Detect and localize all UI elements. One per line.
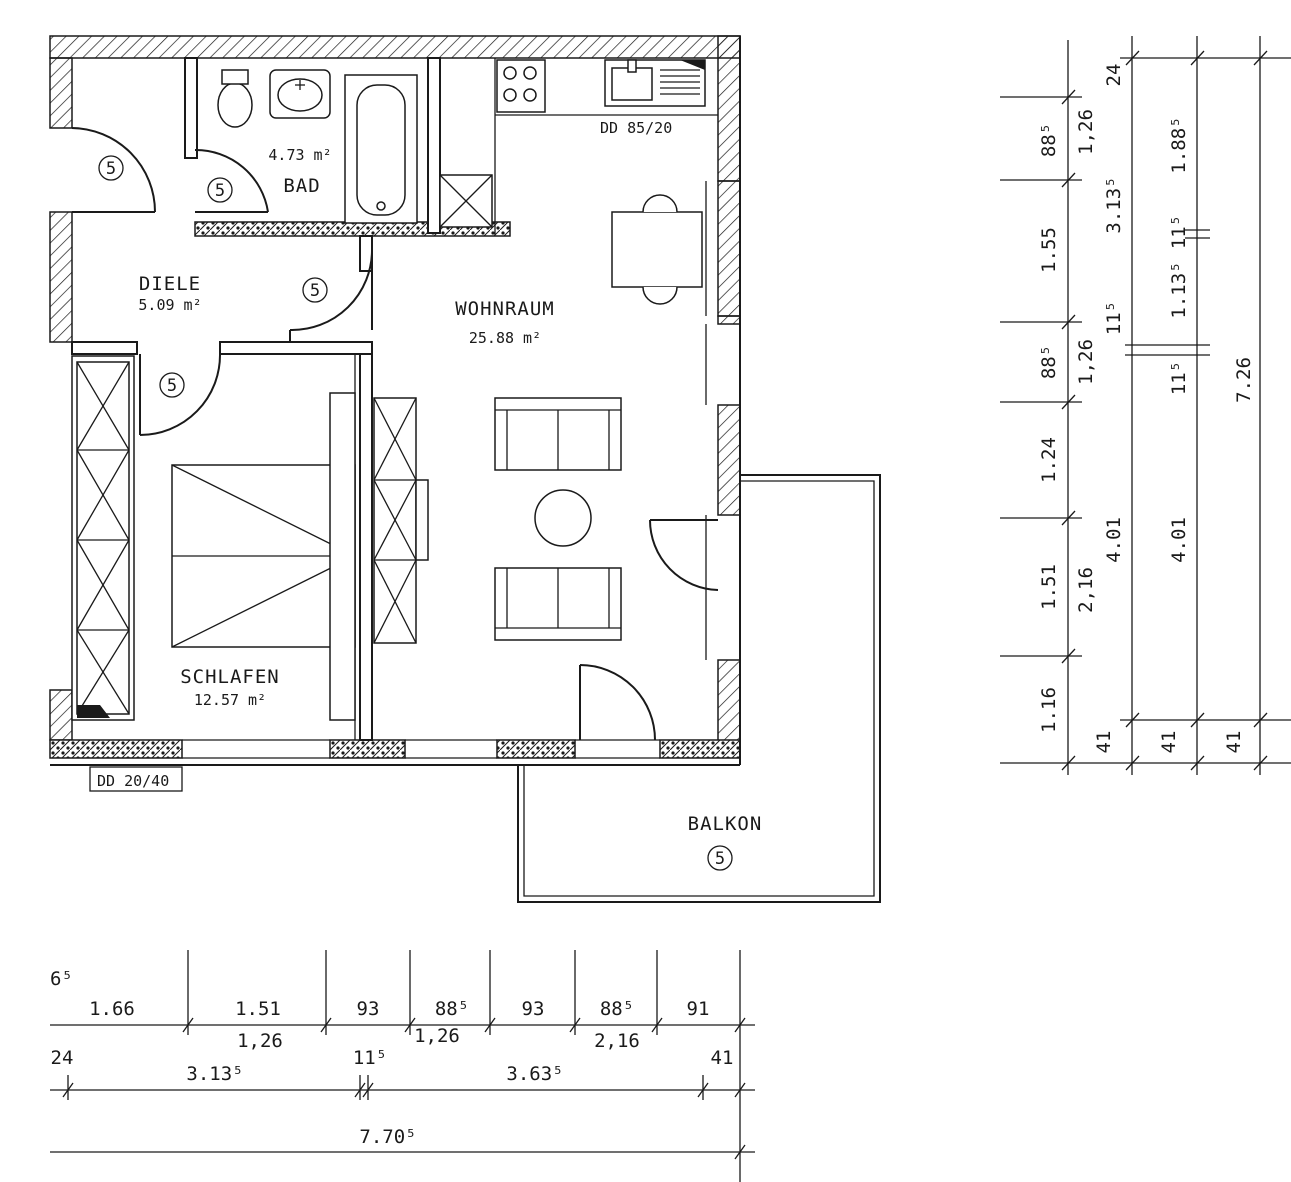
dim-label: 88⁵ <box>1038 123 1060 157</box>
bad-area: 4.73 m² <box>268 146 331 164</box>
dim-label: 3.13⁵ <box>186 1063 243 1085</box>
bad-label: BAD <box>283 175 320 197</box>
opening-labels: DD 85/20 DD 20/40 <box>89 119 672 792</box>
dim-label: 1,26 <box>414 1025 460 1047</box>
dim-label: 3.13⁵ <box>1103 176 1125 233</box>
dim-label: 1.51 <box>235 998 281 1020</box>
door-marker: 5 <box>98 155 124 181</box>
dim-label: 41 <box>1223 731 1245 754</box>
door-markers: 5 5 5 5 5 <box>98 155 733 871</box>
door-marker: 5 <box>302 277 328 303</box>
dim-label: 41 <box>1158 731 1180 754</box>
kitchen-fixtures <box>439 59 718 228</box>
diele-area: 5.09 m² <box>138 296 201 314</box>
bottom-dimension-chain: 6⁵ 1.66 1.51 93 88⁵ 93 88⁵ 91 1,26 1,26 … <box>50 950 755 1182</box>
doors <box>71 127 719 741</box>
svg-text:5: 5 <box>106 159 116 179</box>
dim-label: 1.66 <box>89 998 135 1020</box>
dim-label: 91 <box>687 998 710 1020</box>
living-furniture <box>494 194 703 641</box>
dim-label: 4.01 <box>1168 517 1190 563</box>
bedroom-furniture <box>71 355 429 721</box>
wohnraum-area: 25.88 m² <box>469 329 541 347</box>
interior-walls <box>71 57 511 741</box>
dim-label: 1.24 <box>1038 437 1060 483</box>
schlafen-label: SCHLAFEN <box>180 666 280 688</box>
right-dimension-chain: 88⁵ 1.55 88⁵ 1.24 1.51 1.16 1,26 1,26 2,… <box>1000 36 1291 775</box>
dim-label: 88⁵ <box>600 998 634 1020</box>
door-marker: 5 <box>159 372 185 398</box>
dim-label: 7.70⁵ <box>359 1126 416 1148</box>
svg-text:5: 5 <box>715 849 725 869</box>
dim-label: 11⁵ <box>1168 361 1190 395</box>
dim-label: 11⁵ <box>353 1047 387 1069</box>
outer-walls <box>49 35 741 766</box>
wohnraum-label: WOHNRAUM <box>455 298 555 320</box>
dim-label: 1,26 <box>1075 339 1097 385</box>
dim-label: 1.51 <box>1038 564 1060 610</box>
diele-label: DIELE <box>139 273 201 295</box>
dim-label: 6⁵ <box>50 968 73 990</box>
dim-label: 2,16 <box>1075 567 1097 613</box>
dim-label: 1,26 <box>1075 109 1097 155</box>
dim-label: 1,26 <box>237 1030 283 1052</box>
dim-label: 2,16 <box>594 1030 640 1052</box>
svg-text:5: 5 <box>167 376 177 396</box>
dim-label: 93 <box>522 998 545 1020</box>
dim-label: 41 <box>711 1047 734 1069</box>
door-marker: 5 <box>707 845 733 871</box>
svg-text:5: 5 <box>310 281 320 301</box>
bathroom-fixtures <box>217 69 418 224</box>
balcony <box>517 474 881 903</box>
door-marker: 5 <box>207 177 233 203</box>
dim-label: 24 <box>51 1047 74 1069</box>
dim-label: 1.55 <box>1038 227 1060 273</box>
dim-label: 1.13⁵ <box>1168 261 1190 318</box>
dim-label: 11⁵ <box>1103 301 1125 335</box>
room-labels: 4.73 m² BAD DIELE 5.09 m² WOHNRAUM 25.88… <box>138 146 763 835</box>
dd-kitchen-label: DD 85/20 <box>600 119 672 137</box>
dim-label: 4.01 <box>1103 517 1125 563</box>
dim-label: 93 <box>357 998 380 1020</box>
dim-label: 11⁵ <box>1168 215 1190 249</box>
balkon-label: BALKON <box>688 813 763 835</box>
dd-bedroom-label: DD 20/40 <box>97 772 169 790</box>
dim-label: 24 <box>1103 64 1125 87</box>
dim-label: 1.88⁵ <box>1168 116 1190 173</box>
dim-label: 88⁵ <box>435 998 469 1020</box>
dim-label: 88⁵ <box>1038 345 1060 379</box>
dim-label: 7.26 <box>1233 357 1255 403</box>
svg-text:5: 5 <box>215 181 225 201</box>
schlafen-area: 12.57 m² <box>194 691 266 709</box>
dim-label: 41 <box>1093 731 1115 754</box>
dim-label: 1.16 <box>1038 687 1060 733</box>
dim-label: 3.63⁵ <box>506 1063 563 1085</box>
